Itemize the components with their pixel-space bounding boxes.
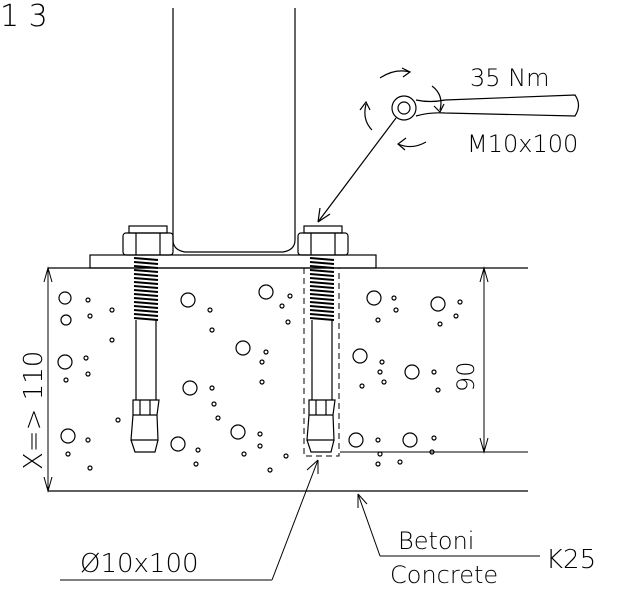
concrete-label-fi: Betoni (398, 527, 474, 555)
drill-size-leader (60, 459, 319, 581)
torque-wrench (391, 94, 580, 121)
bolt-size-label: M10x100 (467, 130, 578, 158)
concrete-leader (357, 493, 540, 557)
embedment-dimension (43, 266, 53, 493)
concrete-block (48, 267, 528, 492)
rotation-arrows (359, 67, 445, 151)
step-number: 1 3 (0, 0, 48, 34)
anchor-thread-right (309, 257, 335, 321)
anchor-bolt-left (130, 320, 160, 453)
steel-post (172, 8, 296, 253)
concrete-aggregate (57, 284, 463, 473)
anchor-thread-left (133, 257, 159, 321)
concrete-grade-label: K25 (546, 545, 596, 575)
drill-hole (303, 267, 340, 457)
anchor-bolt-right (306, 320, 336, 453)
anchor-depth-dimension (340, 266, 528, 454)
embedment-depth-label: X=> 110 (19, 351, 49, 470)
torque-value-label: 35 Nm (470, 64, 550, 92)
drill-size-label: Ø10x100 (80, 549, 199, 579)
base-plate (89, 254, 377, 269)
anchor-depth-label: 90 (452, 361, 480, 392)
nut-right (297, 225, 349, 256)
nut-left (122, 225, 174, 256)
concrete-label-en: Concrete (390, 561, 498, 589)
wrench-leader-arrow (317, 117, 397, 223)
